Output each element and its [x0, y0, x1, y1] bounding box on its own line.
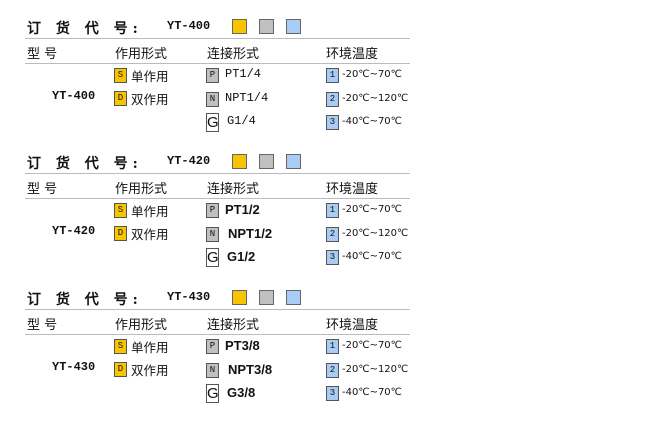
temperature-badge-icon: 3	[326, 250, 339, 265]
order-code-label: 订 货 代 号:	[27, 292, 143, 308]
temperature-label: -20℃~70℃	[342, 69, 402, 80]
temperature-badge-icon: 1	[326, 68, 339, 83]
divider	[25, 334, 410, 335]
order-code-value: YT-420	[167, 154, 211, 168]
order-code-label: 订 货 代 号:	[27, 21, 143, 37]
divider	[25, 63, 410, 64]
header-action: 作用形式	[115, 47, 168, 62]
temperature-label: -20℃~120℃	[342, 228, 409, 239]
connection-badge-icon: G	[206, 384, 219, 403]
header-connection: 连接形式	[207, 182, 260, 197]
divider	[25, 198, 410, 199]
yellow-swatch	[232, 19, 247, 34]
connection-badge-icon: N	[206, 363, 219, 378]
connection-badge-icon: P	[206, 203, 219, 218]
header-model: 型 号	[27, 47, 58, 62]
action-type-label: 双作用	[131, 227, 169, 242]
blue-swatch	[286, 19, 301, 34]
action-badge-icon: S	[114, 68, 127, 83]
action-badge-icon: D	[114, 362, 127, 377]
connection-label: PT1/4	[225, 67, 262, 81]
blue-swatch	[286, 154, 301, 169]
action-type-label: 单作用	[131, 69, 169, 84]
blue-swatch	[286, 290, 301, 305]
divider	[25, 38, 410, 39]
connection-badge-icon: N	[206, 92, 219, 107]
connection-label: G1/2	[227, 249, 256, 264]
action-badge-icon: D	[114, 91, 127, 106]
divider	[25, 309, 410, 310]
action-type-label: 单作用	[131, 204, 169, 219]
temperature-label: -40℃~70℃	[342, 251, 402, 262]
connection-label: G1/4	[227, 114, 256, 128]
connection-label: PT1/2	[225, 202, 260, 217]
gray-swatch	[259, 290, 274, 305]
order-section-yt-430: 订 货 代 号: YT-430 型 号 作用形式 连接形式 环境温度 YT-43…	[0, 289, 668, 424]
header-connection: 连接形式	[207, 47, 260, 62]
gray-swatch	[259, 154, 274, 169]
header-model: 型 号	[27, 182, 58, 197]
temperature-label: -20℃~70℃	[342, 204, 402, 215]
temperature-label: -20℃~120℃	[342, 93, 409, 104]
order-section-yt-420: 订 货 代 号: YT-420 型 号 作用形式 连接形式 环境温度 YT-42…	[0, 153, 668, 288]
temperature-label: -40℃~70℃	[342, 116, 402, 127]
temperature-label: -40℃~70℃	[342, 387, 402, 398]
connection-badge-icon: N	[206, 227, 219, 242]
connection-badge-icon: P	[206, 68, 219, 83]
connection-badge-icon: P	[206, 339, 219, 354]
temperature-badge-icon: 3	[326, 115, 339, 130]
header-temperature: 环境温度	[326, 318, 379, 333]
order-code-label: 订 货 代 号:	[27, 156, 143, 172]
connection-label: NPT3/8	[228, 362, 273, 377]
connection-badge-icon: G	[206, 248, 219, 267]
divider	[25, 173, 410, 174]
temperature-badge-icon: 1	[326, 203, 339, 218]
connection-label: G3/8	[227, 385, 256, 400]
connection-label: NPT1/2	[228, 226, 273, 241]
model-value: YT-400	[52, 89, 96, 103]
temperature-badge-icon: 1	[326, 339, 339, 354]
action-badge-icon: D	[114, 226, 127, 241]
temperature-badge-icon: 2	[326, 227, 339, 242]
header-temperature: 环境温度	[326, 182, 379, 197]
connection-label: PT3/8	[225, 338, 260, 353]
header-action: 作用形式	[115, 318, 168, 333]
action-badge-icon: S	[114, 339, 127, 354]
header-action: 作用形式	[115, 182, 168, 197]
action-type-label: 双作用	[131, 92, 169, 107]
header-temperature: 环境温度	[326, 47, 379, 62]
temperature-badge-icon: 2	[326, 363, 339, 378]
order-section-yt-400: 订 货 代 号: YT-400 型 号 作用形式 连接形式 环境温度 YT-40…	[0, 18, 668, 153]
connection-badge-icon: G	[206, 113, 219, 132]
temperature-badge-icon: 3	[326, 386, 339, 401]
header-connection: 连接形式	[207, 318, 260, 333]
header-model: 型 号	[27, 318, 58, 333]
temperature-label: -20℃~70℃	[342, 340, 402, 351]
yellow-swatch	[232, 290, 247, 305]
connection-label: NPT1/4	[225, 91, 269, 105]
model-value: YT-420	[52, 224, 96, 238]
gray-swatch	[259, 19, 274, 34]
action-type-label: 双作用	[131, 363, 169, 378]
order-code-value: YT-400	[167, 19, 211, 33]
temperature-label: -20℃~120℃	[342, 364, 409, 375]
action-badge-icon: S	[114, 203, 127, 218]
action-type-label: 单作用	[131, 340, 169, 355]
yellow-swatch	[232, 154, 247, 169]
order-code-value: YT-430	[167, 290, 211, 304]
model-value: YT-430	[52, 360, 96, 374]
temperature-badge-icon: 2	[326, 92, 339, 107]
